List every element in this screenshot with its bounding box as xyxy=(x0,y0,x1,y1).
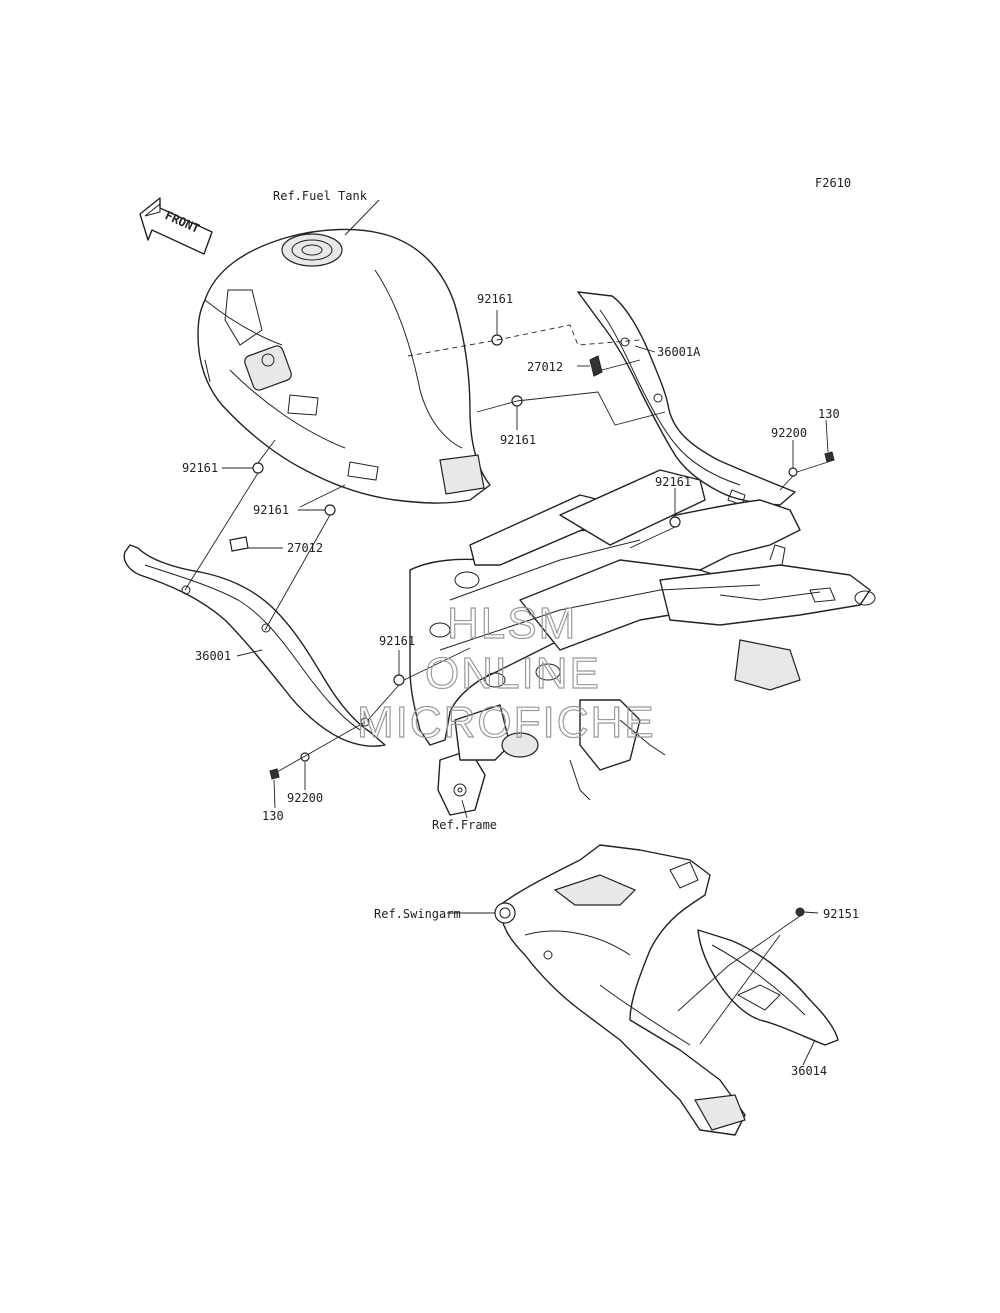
figure-code: F2610 xyxy=(815,176,851,190)
part-number-label: 36014 xyxy=(791,1064,827,1078)
nut-92151 xyxy=(795,907,805,917)
part-number-label: 92161 xyxy=(500,433,536,447)
part-number-label: 36001A xyxy=(657,345,701,359)
label-27012-a xyxy=(589,355,603,377)
part-number-label: 92161 xyxy=(379,634,415,648)
part-number-label: 130 xyxy=(262,809,284,823)
part-number-label: 92200 xyxy=(287,791,323,805)
label-27012-b xyxy=(229,536,249,552)
ref-frame-label: Ref.Frame xyxy=(432,818,497,832)
grommet-92161-d xyxy=(324,504,336,516)
ref-fuel-tank-label: Ref.Fuel Tank xyxy=(273,189,368,203)
washer-92200-a xyxy=(788,467,798,477)
watermark-line-3: MICROFICHE xyxy=(357,698,656,747)
frame xyxy=(409,469,876,816)
leader-lines xyxy=(184,199,829,1066)
part-number-label: 92161 xyxy=(182,461,218,475)
part-number-label: 92161 xyxy=(253,503,289,517)
part-number-label: 92200 xyxy=(771,426,807,440)
part-number-label: 92161 xyxy=(655,475,691,489)
grommet-92161-e xyxy=(669,516,681,528)
watermark: HLSM ONLINE MICROFICHE xyxy=(356,598,656,747)
part-number-label: 92161 xyxy=(477,292,513,306)
side-cover-36001 xyxy=(123,544,386,747)
hardware xyxy=(229,334,835,917)
part-number-label: 27012 xyxy=(287,541,323,555)
swingarm xyxy=(494,844,746,1136)
fuel-tank xyxy=(197,228,491,504)
part-number-label: 92151 xyxy=(823,907,859,921)
part-number-label: 130 xyxy=(818,407,840,421)
bolt-130-a xyxy=(824,451,835,463)
part-number-label: 27012 xyxy=(527,360,563,374)
side-cover-36001a xyxy=(577,291,796,506)
watermark-line-2: ONLINE xyxy=(425,649,601,698)
part-number-label: 36001 xyxy=(195,649,231,663)
front-arrow-icon: FRONT xyxy=(139,197,213,255)
bolt-130-b xyxy=(269,768,280,780)
ref-swingarm-label: Ref.Swingarm xyxy=(374,907,461,921)
watermark-line-1: HLSM xyxy=(447,599,577,648)
grommet-92161-c xyxy=(252,462,264,474)
chain-guard-36014 xyxy=(697,929,839,1046)
grommet-92161-f xyxy=(393,674,405,686)
